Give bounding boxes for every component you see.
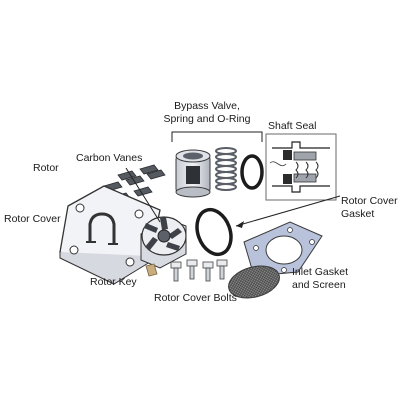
rotor [140, 216, 187, 269]
inlet-gasket [243, 221, 323, 277]
rotor-key [145, 263, 158, 277]
bypass-valve-label: Bypass Valve, Spring and O-Ring [150, 100, 264, 126]
rotor-cover-gasket-label-line1: Rotor Cover [341, 195, 398, 207]
rotor-cover-bolts-label: Rotor Cover Bolts [154, 292, 237, 304]
bypass-o-ring [240, 154, 264, 190]
inlet-gasket-label-line1: Inlet Gasket [292, 266, 349, 278]
shaft-seal [265, 133, 337, 201]
rotor-cover-bolts [170, 259, 228, 282]
bypass-spring [215, 147, 237, 191]
rotor-label: Rotor [33, 162, 59, 174]
bypass-valve-label-line2: Spring and O-Ring [163, 113, 251, 125]
rotor-cover-gasket [195, 207, 233, 257]
rotor-cover-label: Rotor Cover [4, 213, 61, 225]
rotor-cover-gasket-label-line2: Gasket [341, 208, 375, 220]
shaft-seal-label: Shaft Seal [268, 120, 317, 132]
leader-rotor-cover-gasket [235, 195, 341, 227]
inlet-gasket-label: Inlet Gasket and Screen [292, 266, 348, 292]
rotor-cover [59, 185, 161, 285]
inlet-screen [228, 265, 280, 299]
inlet-gasket-label-line2: and Screen [292, 279, 346, 291]
bypass-bracket [171, 131, 263, 142]
bypass-valve [175, 149, 211, 198]
bypass-valve-label-line1: Bypass Valve, [174, 100, 240, 112]
carbon-vanes-label: Carbon Vanes [76, 152, 143, 164]
rotor-key-label: Rotor Key [90, 276, 137, 288]
rotor-cover-gasket-label: Rotor Cover Gasket [341, 195, 398, 221]
leader-rotor [125, 167, 161, 223]
